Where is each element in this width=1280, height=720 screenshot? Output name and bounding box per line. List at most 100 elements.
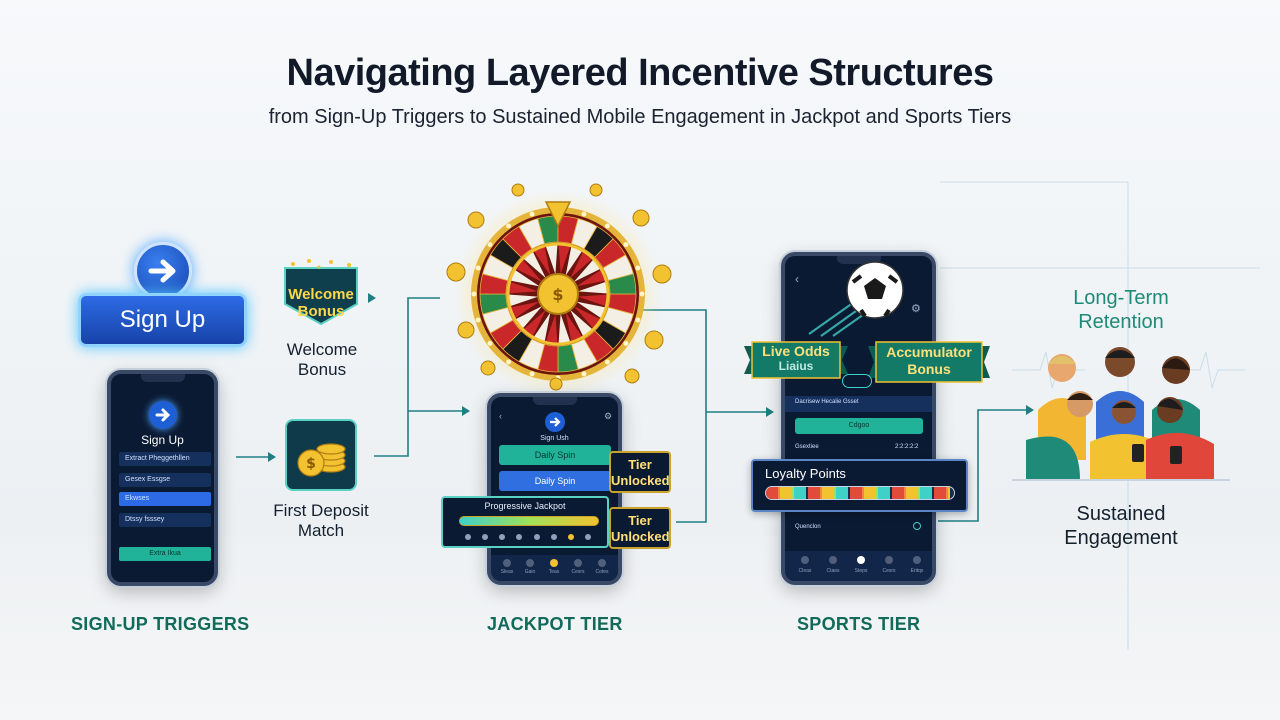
retention-title: Long-Term Retention xyxy=(1040,286,1202,334)
nav-item-4[interactable]: Cesrs xyxy=(571,569,585,575)
cashier-icon-2[interactable] xyxy=(885,556,893,564)
toggle-icon[interactable] xyxy=(913,522,921,530)
cashier-icon[interactable] xyxy=(574,559,582,567)
wheel-bulb xyxy=(487,242,493,248)
wheel-bulb xyxy=(487,340,493,346)
profile-icon-2[interactable] xyxy=(913,556,921,564)
sports-row-1: Dacrisew Hecalie Gsset xyxy=(785,396,932,412)
wheel-bulb xyxy=(635,265,641,271)
wheel-inner-slice xyxy=(533,245,551,276)
star-icon[interactable] xyxy=(550,559,558,567)
welcome-badge-line-2: Bonus xyxy=(297,303,345,320)
section-label-sports: SPORTS TIER xyxy=(797,614,921,634)
nav-item-5[interactable]: Cotes xyxy=(595,569,609,575)
wheel-inner-slice xyxy=(565,245,583,276)
signup-field-4[interactable]: Dtssy fsssey xyxy=(119,513,211,527)
wheel-inner-slice xyxy=(577,281,608,294)
wheel-inner-slice xyxy=(514,259,543,282)
sports-nav-3[interactable]: Steps xyxy=(854,568,868,574)
nav-item-3[interactable]: Teas xyxy=(548,569,560,575)
wheel-bulb xyxy=(623,340,629,346)
daily-spin-button-1[interactable]: Daily Spin xyxy=(499,445,611,465)
wheel-inner-slice xyxy=(558,313,571,344)
home-icon-2[interactable] xyxy=(801,556,809,564)
signup-submit-button[interactable]: Extra Ikua xyxy=(119,547,211,561)
wheel-inner-slice xyxy=(565,312,583,343)
wheel-bulb xyxy=(581,371,587,377)
sports-nav-4[interactable]: Cesrs xyxy=(882,568,896,574)
sports-nav-5[interactable]: Eritqs xyxy=(910,568,924,574)
wheel-inner-slice xyxy=(576,301,607,319)
loyalty-progress-track xyxy=(765,486,955,500)
accumulator-line-2: Bonus xyxy=(907,361,951,377)
jackpot-bottom-nav: Sleas Gaio Teas Cesrs Cotes xyxy=(491,555,618,581)
games-icon-2[interactable] xyxy=(829,556,837,564)
wheel-inner-slice xyxy=(545,244,558,275)
wheel-inner-slice xyxy=(573,306,602,329)
live-odds-ribbon: Live Odds Liaius xyxy=(744,340,848,380)
nav-item-1[interactable]: Sleas xyxy=(500,569,514,575)
signup-field-3[interactable]: Ekwses xyxy=(119,492,211,506)
wheel-inner-slice xyxy=(508,281,539,294)
wheel-bulb xyxy=(604,223,610,229)
wheel-bulb xyxy=(506,359,512,365)
phone-notch-2 xyxy=(532,397,577,405)
svg-text:$: $ xyxy=(306,456,316,472)
loyalty-points-label: Loyalty Points xyxy=(765,466,846,481)
wheel-bulb xyxy=(581,211,587,217)
progressive-jackpot-label: Progressive Jackpot xyxy=(484,501,566,511)
first-deposit-label: First Deposit Match xyxy=(256,501,386,541)
happy-users-group-icon xyxy=(1026,347,1214,480)
live-odds-line-1: Live Odds xyxy=(762,343,830,359)
phone-arrow-icon-2 xyxy=(545,412,565,432)
deposit-label-line-1: First Deposit xyxy=(273,501,369,520)
nav-item-2[interactable]: Gaio xyxy=(524,569,536,575)
sports-cta-button[interactable]: Cdgoo xyxy=(795,418,923,434)
wheel-inner-slice xyxy=(509,301,540,319)
signup-field-2[interactable]: Gesex Essgse xyxy=(119,473,211,487)
wheel-inner-slice xyxy=(570,250,593,279)
daily-spin-button-2[interactable]: Daily Spin xyxy=(499,471,611,491)
wheel-inner-slice xyxy=(523,309,546,338)
games-icon[interactable] xyxy=(526,559,534,567)
retention-title-line-2: Retention xyxy=(1078,311,1164,333)
signup-button[interactable]: Sign Up xyxy=(78,293,247,347)
progressive-jackpot-bar xyxy=(459,516,599,526)
tier-tag-1-line-1: Tier xyxy=(628,457,652,472)
tier-tag-2-line-2: Unlocked xyxy=(611,529,670,544)
wheel-inner-slice xyxy=(509,269,540,287)
wheel-inner-slice xyxy=(533,312,551,343)
sports-row-4: Quenclon xyxy=(795,524,821,530)
wheel-slice xyxy=(607,273,637,295)
back-icon[interactable]: ‹ xyxy=(499,411,502,421)
sports-nav-2[interactable]: Ctaes xyxy=(826,568,840,574)
svg-text:$: $ xyxy=(552,285,563,304)
soccer-ball-icon xyxy=(808,261,904,337)
ribbon-shape xyxy=(744,341,848,379)
phone-arrow-icon xyxy=(149,401,177,429)
home-icon[interactable] xyxy=(503,559,511,567)
page-subtitle: from Sign-Up Triggers to Sustained Mobil… xyxy=(268,106,1012,128)
sports-nav-1[interactable]: Cleas xyxy=(798,568,812,574)
ball-icon[interactable] xyxy=(857,556,865,564)
wheel-inner-slice xyxy=(576,269,607,287)
section-label-signup: SIGN-UP TRIGGERS xyxy=(71,614,250,634)
welcome-badge-shape xyxy=(284,259,358,326)
wheel-bulb xyxy=(604,359,610,365)
ribbon-shape-2 xyxy=(868,341,990,383)
settings-icon-2[interactable]: ⚙ xyxy=(911,303,921,315)
deposit-label-line-2: Match xyxy=(297,521,345,540)
sports-row-1-text: Dacrisew Hecalie Gsset xyxy=(795,399,859,405)
wheel-bulb xyxy=(506,223,512,229)
phone-notch-3 xyxy=(836,256,881,264)
loyalty-progress-fill xyxy=(766,487,951,499)
signup-field-1[interactable]: Extract Pheggethllen xyxy=(119,452,211,466)
wheel-inner-slice xyxy=(577,294,608,307)
back-icon-2[interactable]: ‹ xyxy=(795,272,799,286)
sports-phone: ‹ ⚙ Dacrisew Hecalie Gsset Cdgoo Gsextie… xyxy=(781,252,936,585)
retention-divider xyxy=(1012,479,1230,481)
wheel-bulb xyxy=(529,211,535,217)
settings-icon[interactable]: ⚙ xyxy=(604,411,613,421)
profile-icon[interactable] xyxy=(598,559,606,567)
phone-signup-title: Sign Up xyxy=(141,433,184,447)
